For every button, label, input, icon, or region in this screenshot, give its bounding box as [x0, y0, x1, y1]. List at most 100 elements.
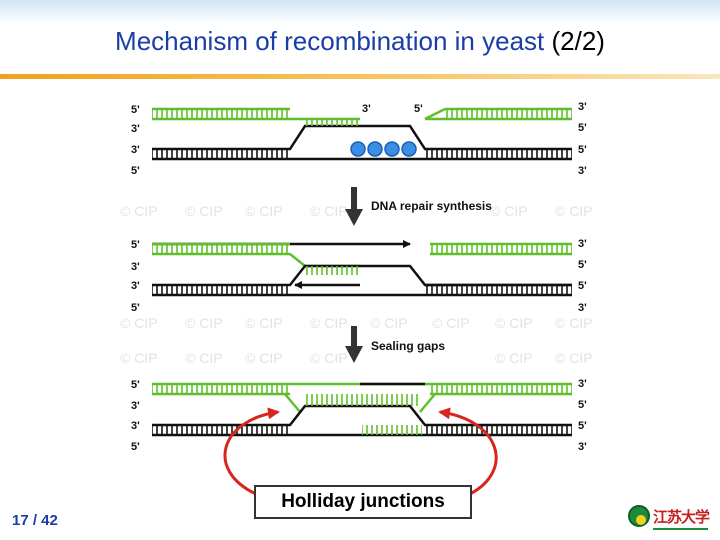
- end-label: 3': [578, 378, 587, 390]
- step-arrow-shaft: [351, 187, 357, 211]
- end-label: 5': [578, 280, 587, 292]
- heteroduplex-pairs: [362, 425, 422, 435]
- bottom-duplex: [152, 394, 572, 437]
- slide-title: Mechanism of recombination in yeast (2/2…: [0, 26, 720, 57]
- end-label: 5': [578, 122, 587, 134]
- watermark-text: © CIP: [245, 350, 283, 366]
- end-label: 5': [131, 239, 140, 251]
- watermark-text: © CIP: [120, 350, 158, 366]
- panel-3: 5' 3' 3' 5' 3' 5' 5' 3': [131, 378, 587, 453]
- watermark-text: © CIP: [310, 315, 348, 331]
- end-label: 5': [414, 103, 423, 115]
- heteroduplex-pairs: [305, 119, 360, 126]
- bottom-duplex: [152, 264, 572, 297]
- header-band: [0, 0, 720, 24]
- end-label: 3': [578, 302, 587, 314]
- left-red-arrow: [223, 407, 280, 496]
- top-duplex-left-tip: [152, 107, 360, 121]
- base-pairs: [152, 285, 290, 295]
- watermark-text: © CIP: [120, 203, 158, 219]
- watermark-text: © CIP: [310, 203, 348, 219]
- end-label: 5': [131, 302, 140, 314]
- bottom-duplex: [152, 119, 572, 161]
- end-label: 5': [131, 104, 140, 116]
- end-label: 3': [362, 103, 371, 115]
- end-label: 3': [131, 400, 140, 412]
- end-labels: 5' 3' 3' 5' 3' 5' 5' 3': [131, 378, 587, 453]
- step-2: Sealing gaps: [345, 326, 445, 363]
- end-label: 5': [578, 420, 587, 432]
- holliday-pointer-arrows: [223, 407, 498, 496]
- protein-circle: [367, 141, 383, 157]
- end-label: 3': [578, 238, 587, 250]
- watermark-text: © CIP: [245, 315, 283, 331]
- end-label: 3': [131, 420, 140, 432]
- university-logo: 江苏大学: [628, 502, 710, 534]
- base-pairs: [425, 425, 572, 435]
- base-pairs: [425, 149, 572, 159]
- logo-wordmark: 江苏大学: [653, 508, 710, 526]
- end-label: 3': [131, 261, 140, 273]
- watermark-text: © CIP: [555, 350, 593, 366]
- step-arrow-head: [345, 209, 363, 226]
- end-label: 3': [578, 165, 587, 177]
- end-label: 5': [131, 379, 140, 391]
- watermark-text: © CIP: [185, 315, 223, 331]
- end-label: 5': [131, 165, 140, 177]
- logo-seal-icon: [628, 505, 650, 527]
- heteroduplex-pairs: [305, 266, 360, 275]
- right-red-arrow: [438, 407, 498, 496]
- end-label: 5': [578, 144, 587, 156]
- step-arrow-head: [345, 346, 363, 363]
- panel-2: 5' 3' 3' 5' 3' 5' 5' 3': [131, 238, 587, 314]
- heteroduplex-pairs: [305, 394, 420, 406]
- step-arrow-shaft: [351, 326, 357, 348]
- end-label: 3': [578, 101, 587, 113]
- watermark-text: © CIP: [495, 315, 533, 331]
- end-label: 5': [578, 259, 587, 271]
- protein-circle: [384, 141, 400, 157]
- watermark-text: © CIP: [120, 315, 158, 331]
- base-pairs: [152, 244, 290, 254]
- title-text: Mechanism of recombination in yeast: [115, 26, 545, 56]
- watermark-text: © CIP: [432, 315, 470, 331]
- end-label: 3': [578, 441, 587, 453]
- end-label: 3': [131, 144, 140, 156]
- base-pairs: [425, 285, 572, 295]
- step-label: DNA repair synthesis: [371, 199, 492, 213]
- title-part: (2/2): [551, 26, 605, 56]
- top-duplex-right-tip: [424, 107, 572, 121]
- watermark-layer: © CIP © CIP © CIP © CIP © CIP © CIP © CI…: [120, 203, 593, 366]
- end-labels: 5' 3' 3' 5' 3' 5' 5' 3' 3' 5': [131, 101, 587, 177]
- logo-underline: [653, 528, 708, 530]
- base-pairs: [152, 425, 290, 435]
- base-pairs: [430, 384, 572, 394]
- top-duplex-right-tip: [430, 242, 572, 256]
- top-duplex: [152, 382, 572, 413]
- end-label: 3': [131, 280, 140, 292]
- title-underline: [0, 74, 720, 79]
- end-label: 3': [131, 123, 140, 135]
- watermark-text: © CIP: [310, 350, 348, 366]
- protein-circle: [401, 141, 417, 157]
- d-loop-strand: [152, 404, 572, 427]
- watermark-text: © CIP: [185, 203, 223, 219]
- crossover-strand: [284, 393, 301, 413]
- watermark-text: © CIP: [490, 203, 528, 219]
- base-pairs: [445, 109, 572, 119]
- base-pairs: [152, 109, 290, 119]
- watermark-text: © CIP: [370, 315, 408, 331]
- base-pairs: [430, 244, 572, 254]
- panel-1: 5' 3' 3' 5' 3' 5' 5' 3' 3' 5': [131, 101, 587, 177]
- strand: [424, 107, 446, 121]
- step-label: Sealing gaps: [371, 339, 445, 353]
- base-pairs: [152, 384, 290, 394]
- watermark-text: © CIP: [245, 203, 283, 219]
- watermark-text: © CIP: [185, 350, 223, 366]
- holliday-junctions-label: Holliday junctions: [254, 485, 472, 519]
- strand: [289, 253, 360, 268]
- watermark-text: © CIP: [555, 315, 593, 331]
- watermark-text: © CIP: [555, 203, 593, 219]
